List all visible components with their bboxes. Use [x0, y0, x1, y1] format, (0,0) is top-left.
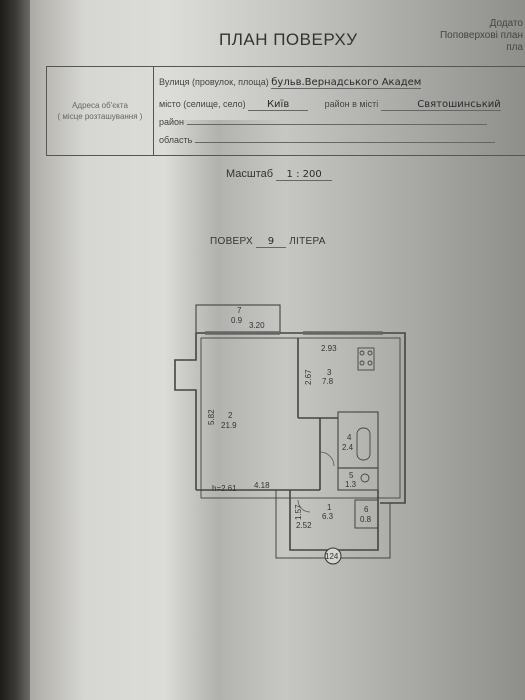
apartment-number-circle	[324, 547, 342, 565]
dim-room-depth: 5.82	[207, 409, 216, 425]
room-4-area: 2.4	[342, 443, 354, 452]
dim-kitchen-width: 2.93	[321, 344, 337, 353]
region-row: район	[159, 117, 487, 127]
address-label-cell: Адреса об'єкта ( місце розташування )	[47, 67, 154, 155]
addendum-line-2: Поповерхові план	[439, 30, 523, 41]
stove-icon	[357, 347, 375, 371]
street-row: Вулиця (провулок, площа) бульв.Вернадськ…	[159, 77, 422, 89]
room-3-area: 7.8	[322, 377, 334, 386]
room-7-area: 0.9	[231, 316, 243, 325]
scale-line: Масштаб 1 : 200	[226, 168, 333, 181]
oblast-row: область	[159, 135, 495, 145]
city-row: місто (селище, село) Київ район в місті …	[159, 99, 501, 111]
door-swing	[319, 451, 335, 467]
room-2-number: 2	[228, 411, 233, 420]
room-4-number: 4	[347, 433, 352, 442]
district-value: Святошинський	[380, 99, 501, 111]
dim-room-bottom: 4.18	[254, 481, 270, 490]
toilet-icon	[360, 473, 370, 483]
addendum-line-1: Додато	[489, 18, 523, 29]
room-3-number: 3	[327, 368, 332, 377]
apartment-number: 124	[325, 552, 339, 561]
addendum-note: Додато Поповерхові план пла	[440, 18, 523, 54]
address-table: Адреса об'єкта ( місце розташування ) Ву…	[46, 66, 525, 156]
page-title: ПЛАН ПОВЕРХУ	[219, 30, 358, 49]
addendum-line-3: пла	[506, 42, 523, 53]
dim-balcony-width: 3.20	[249, 321, 265, 330]
room-5-number: 5	[349, 471, 354, 480]
floor-value: 9	[256, 236, 287, 248]
room-1-area: 6.3	[322, 512, 334, 521]
street-value: бульв.Вернадського Академ	[271, 77, 422, 89]
door-swing-hall	[297, 499, 311, 513]
scale-value: 1 : 200	[276, 169, 333, 181]
room-5-area: 1.3	[345, 480, 357, 489]
room-1-number: 1	[327, 503, 332, 512]
bathtub-icon	[356, 427, 371, 461]
address-sublabel: ( місце розташування )	[57, 112, 143, 121]
room-6-number: 6	[364, 505, 369, 514]
dim-hall-depth: 1.57	[294, 504, 303, 520]
address-label: Адреса об'єкта	[72, 101, 128, 110]
dim-kitchen-depth: 2.67	[304, 369, 313, 385]
room-6-area: 0.8	[360, 515, 372, 524]
ceiling-height: h=2.61	[212, 484, 237, 493]
floor-line: ПОВЕРХ 9 ЛІТЕРА	[210, 236, 326, 248]
city-value: Київ	[248, 99, 309, 111]
room-7-number: 7	[237, 306, 242, 315]
dim-hall-width: 2.52	[296, 521, 312, 530]
room-2-area: 21.9	[221, 421, 237, 430]
binder-spine	[0, 0, 30, 700]
